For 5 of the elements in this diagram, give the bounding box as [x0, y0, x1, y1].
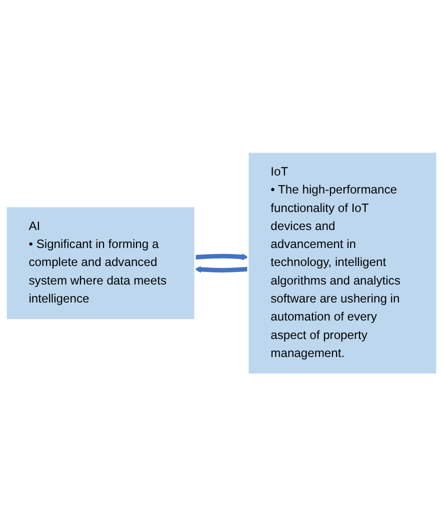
cycle-diagram: AI • Significant in forming a complete and advanced system where data meets intelligence IoT • The high-performance functionality of IoT devices and advancement in technology, intelligent algorithms and analytics software are ushering in automation of every aspect of property management. — [0, 146, 443, 381]
node-box — [5, 206, 196, 321]
node-box — [247, 152, 438, 376]
arrow — [194, 254, 248, 261]
arrow — [194, 266, 248, 274]
